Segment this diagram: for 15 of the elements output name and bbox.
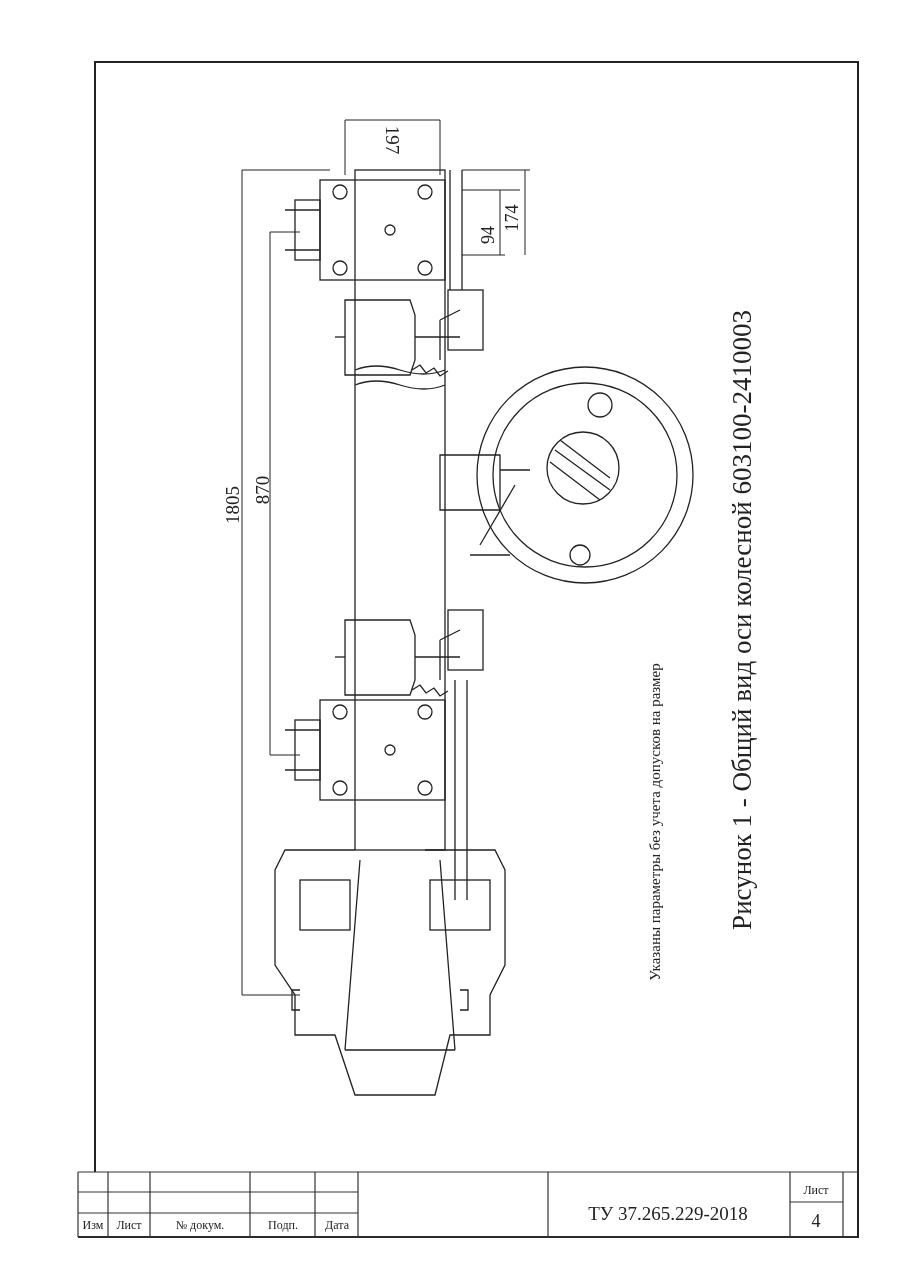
dimension-value: 870 — [252, 475, 272, 505]
document-number: ТУ 37.265.229-2018 — [588, 1203, 748, 1223]
dimension-value: 94 — [479, 226, 497, 244]
column-header: Лист — [116, 1219, 142, 1231]
column-header: Изм — [82, 1219, 104, 1231]
dimension-value: 1805 — [222, 486, 242, 524]
column-header: Подп. — [268, 1219, 298, 1231]
dimension-value: 174 — [503, 204, 521, 232]
sheet-number: 4 — [811, 1212, 821, 1230]
column-header: № докум. — [175, 1219, 225, 1231]
note-text: Указаны параметры без учета допусков на размер — [647, 663, 663, 981]
figure-caption: Рисунок 1 - Общий вид оси колесной 603100-2410003 — [728, 310, 756, 930]
column-header: Лист — [803, 1184, 829, 1196]
dimension-value: 197 — [382, 125, 402, 155]
column-header: Дата — [325, 1219, 349, 1231]
